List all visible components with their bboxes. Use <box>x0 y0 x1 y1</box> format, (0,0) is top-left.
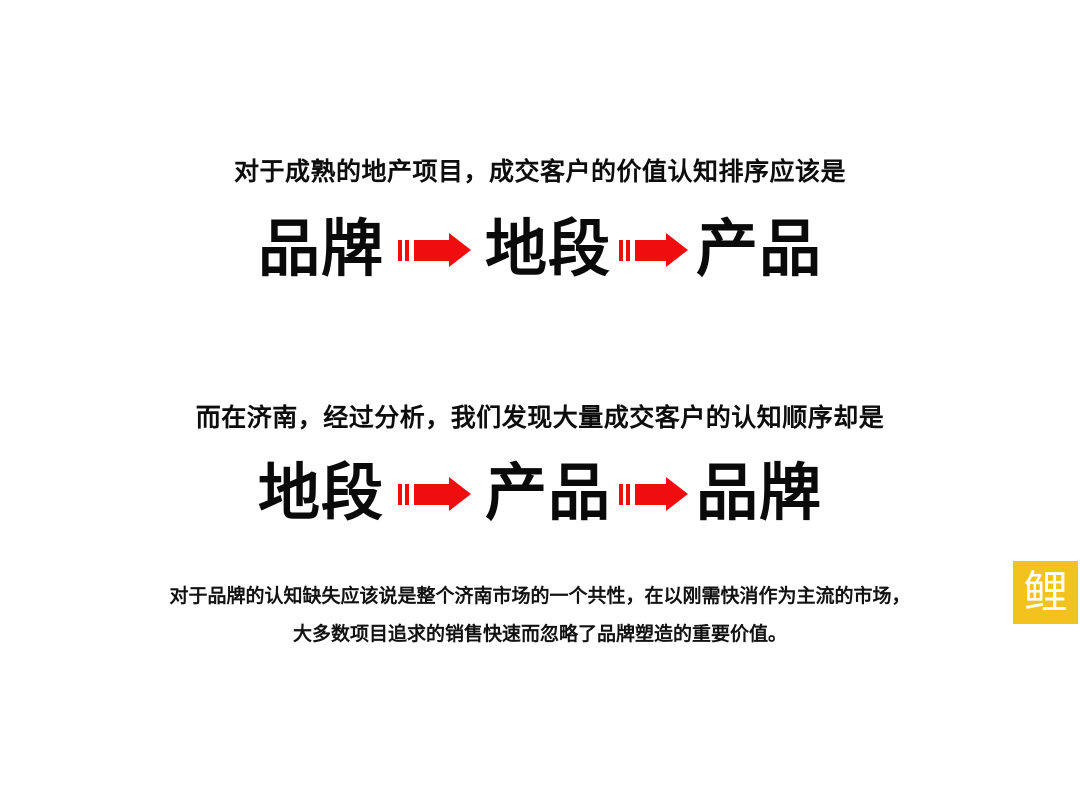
section-one-sequence: 品牌 地段 产品 <box>0 208 1080 292</box>
arrow-shaft <box>413 239 450 261</box>
right-arrow-icon <box>619 233 688 267</box>
arrow-trail-stripe <box>626 239 630 261</box>
arrow-trail-stripe <box>626 483 630 505</box>
arrow-head <box>448 233 471 267</box>
arrow-head <box>666 233 688 267</box>
arrow-head <box>666 477 688 511</box>
section-two-sequence: 地段 产品 品牌 <box>0 452 1080 536</box>
arrow-trail-stripe <box>619 483 623 505</box>
arrow-trail-stripe <box>619 239 623 261</box>
sequence-term: 地段 <box>257 459 384 528</box>
conclusion-line-2: 大多数项目追求的销售快速而忽略了品牌塑造的重要价值。 <box>0 616 1080 654</box>
conclusion-line-1: 对于品牌的认知缺失应该说是整个济南市场的一个共性，在以刚需快消作为主流的市场， <box>0 578 1080 616</box>
arrow-shaft <box>635 483 667 505</box>
logo-glyph: 鲤 <box>1023 566 1068 618</box>
right-arrow-icon <box>619 477 688 511</box>
conclusion-text: 大多数项目追求的销售快速而忽略了品牌塑造的重要价值。 <box>292 624 787 645</box>
sequence-term: 品牌 <box>257 215 384 284</box>
right-arrow-icon <box>397 233 471 267</box>
sequence-term: 产品 <box>696 215 823 284</box>
right-arrow-icon <box>397 477 471 511</box>
arrow-head <box>448 477 471 511</box>
sequence-term: 品牌 <box>696 459 823 528</box>
arrow-trail-stripe <box>404 239 409 261</box>
sequence-term: 地段 <box>484 215 611 284</box>
arrow-trail-stripe <box>397 239 402 261</box>
sequence-term: 产品 <box>484 459 611 528</box>
logo-badge: 鲤 <box>1013 561 1078 624</box>
section-two-caption: 而在济南，经过分析，我们发现大量成交客户的认知顺序却是 <box>195 404 885 432</box>
arrow-trail-stripe <box>404 483 409 505</box>
arrow-shaft <box>635 239 667 261</box>
conclusion-text: 对于品牌的认知缺失应该说是整个济南市场的一个共性，在以刚需快消作为主流的市场， <box>169 586 911 607</box>
arrow-trail-stripe <box>397 483 402 505</box>
section-one-caption: 对于成熟的地产项目，成交客户的价值认知排序应该是 <box>233 158 846 186</box>
arrow-shaft <box>413 483 450 505</box>
